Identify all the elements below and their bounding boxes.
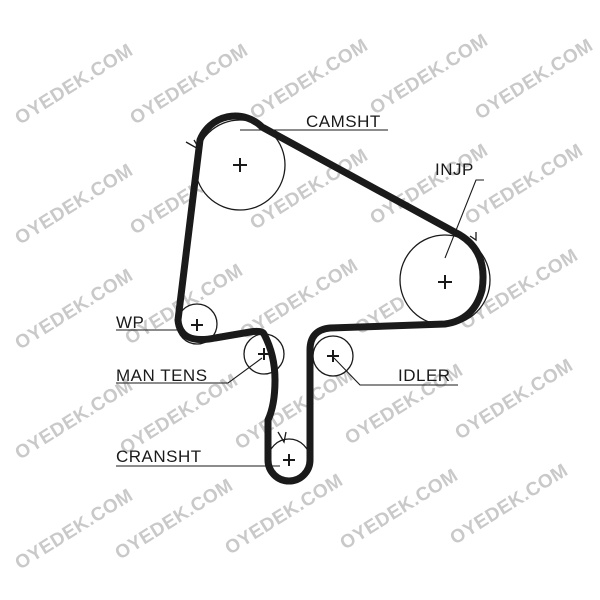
camshaft-center-mark [233, 158, 247, 172]
watermark: OYEDEK.COM [112, 475, 237, 564]
watermark: OYEDEK.COM [12, 160, 137, 249]
watermark: OYEDEK.COM [12, 485, 137, 574]
watermark-layer: OYEDEK.COM OYEDEK.COM OYEDEK.COM OYEDEK.… [12, 30, 597, 574]
watermark: OYEDEK.COM [12, 40, 137, 129]
timing-belt [174, 112, 487, 485]
idler-leader-line [333, 357, 458, 386]
crankshaft-center-mark [283, 454, 295, 466]
water-pump-center-mark [191, 319, 203, 331]
label-camshaft: CAMSHT [306, 112, 381, 131]
manual-tensioner-center-mark [258, 348, 270, 360]
camshaft-timing-arrow [185, 139, 202, 152]
injection-pump-center-mark [438, 275, 452, 289]
label-injection-pump: INJP [435, 160, 474, 179]
watermark: OYEDEK.COM [447, 460, 572, 549]
crankshaft-timing-arrow [277, 431, 287, 444]
idler-center-mark [327, 350, 339, 362]
watermark: OYEDEK.COM [452, 355, 577, 444]
label-idler: IDLER [398, 366, 451, 385]
watermark: OYEDEK.COM [337, 465, 462, 554]
manual-tensioner-leader-line [116, 357, 263, 384]
label-water-pump: WP [116, 313, 144, 332]
label-manual-tensioner: MAN TENS [116, 366, 208, 385]
watermark: OYEDEK.COM [247, 35, 372, 124]
injection-pump-timing-arrow [469, 232, 477, 242]
injection-pump-leader-line [444, 179, 484, 259]
label-crankshaft: CRANSHT [116, 447, 202, 466]
watermark: OYEDEK.COM [12, 265, 137, 354]
